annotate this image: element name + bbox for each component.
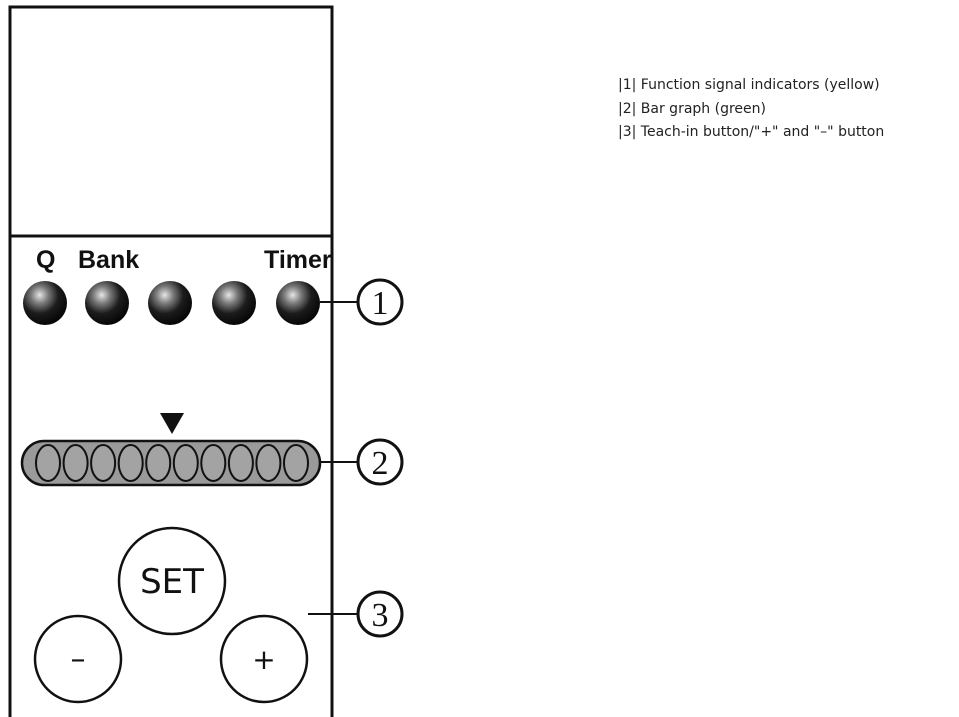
bar-graph-segment xyxy=(90,444,117,482)
bar-graph-segment xyxy=(255,444,282,482)
indicator-label-timer: Timer xyxy=(264,246,332,274)
plus-button-label: + xyxy=(252,643,275,676)
function-signal-indicator xyxy=(23,281,67,325)
bar-graph-segment xyxy=(200,444,227,482)
legend-item: |1| Function signal indicators (yellow) xyxy=(618,77,880,93)
function-signal-indicator xyxy=(212,281,256,325)
legend: |1| Function signal indicators (yellow) |… xyxy=(618,74,884,145)
set-button-label: SET xyxy=(140,562,204,602)
bar-graph-segment xyxy=(62,444,89,482)
bar-graph-segment xyxy=(283,444,309,482)
legend-item: |3| Teach-in button/"+" and "–" button xyxy=(618,124,885,140)
legend-item: |2| Bar graph (green) xyxy=(618,100,766,117)
bar-graph-segment xyxy=(35,444,61,482)
minus-button[interactable]: – xyxy=(33,614,123,704)
indicator-label-q: Q xyxy=(36,246,55,274)
bar-graph-segment xyxy=(172,444,199,482)
callout-number-1: 1 xyxy=(372,285,389,322)
minus-button-label: – xyxy=(71,642,86,677)
callout-number-2: 2 xyxy=(372,445,389,482)
bar-graph-segment xyxy=(145,444,172,482)
plus-button[interactable]: + xyxy=(219,614,309,704)
callout-number-3: 3 xyxy=(372,597,389,634)
callout-circle-2 xyxy=(356,438,404,486)
function-signal-indicator xyxy=(148,281,192,325)
callout-circle-3 xyxy=(356,590,404,638)
callout-circle-1 xyxy=(356,278,404,326)
function-signal-indicator xyxy=(85,281,129,325)
bar-graph-segment xyxy=(227,444,254,482)
bar-graph-pointer-icon xyxy=(160,413,184,434)
bar-graph-segments xyxy=(35,444,309,482)
set-button[interactable]: SET xyxy=(117,526,227,636)
function-signal-indicator xyxy=(276,281,320,325)
indicator-label-bank: Bank xyxy=(78,246,139,274)
bar-graph-segment xyxy=(117,444,144,482)
